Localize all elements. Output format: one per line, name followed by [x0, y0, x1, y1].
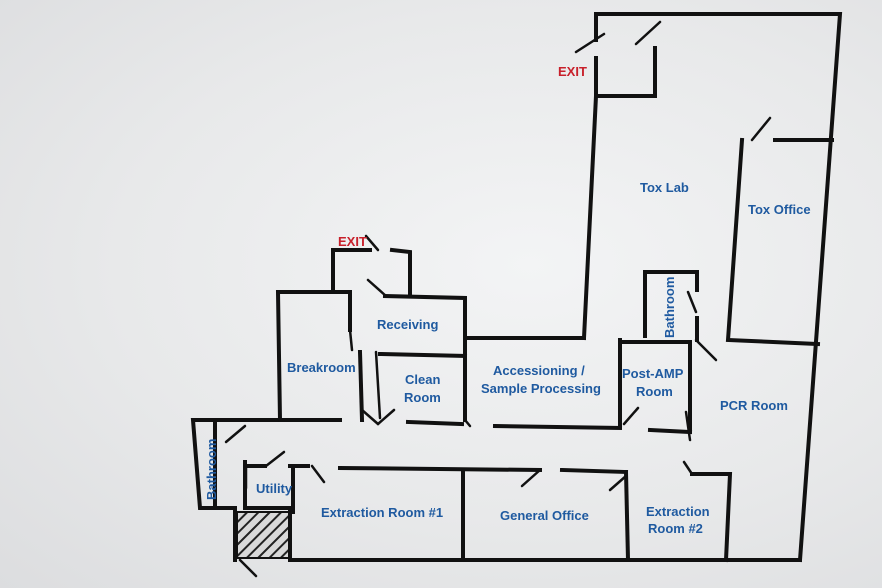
room-label-post-amp-line1: Post-AMP [622, 366, 684, 381]
room-label-extraction-2-line1: Extraction [646, 504, 710, 519]
room-label-general-office: General Office [500, 508, 589, 523]
room-label-receiving: Receiving [377, 317, 438, 332]
room-label-tox-office: Tox Office [748, 202, 811, 217]
exit-sign-upper-right: EXIT [558, 64, 587, 79]
room-label-accessioning-line1: Accessioning / [493, 363, 585, 378]
room-label-clean-room-line1: Clean [405, 372, 440, 387]
room-label-pcr-room: PCR Room [720, 398, 788, 413]
hatched-shaft [236, 511, 290, 559]
room-label-bathroom-upper: Bathroom [662, 277, 677, 338]
room-label-clean-room-line2: Room [404, 390, 441, 405]
outer-walls [190, 12, 843, 563]
room-label-extraction-1: Extraction Room #1 [321, 505, 443, 520]
door-swings [224, 20, 772, 578]
room-label-accessioning-line2: Sample Processing [481, 381, 601, 396]
interior-walls [213, 137, 834, 563]
room-label-bathroom-lower: Bathroom [204, 439, 219, 500]
room-label-utility: Utility [256, 481, 293, 496]
room-label-tox-lab: Tox Lab [640, 180, 689, 195]
room-label-extraction-2-line2: Room #2 [648, 521, 703, 536]
exit-sign-receiving: EXIT [338, 234, 367, 249]
room-label-post-amp-line2: Room [636, 384, 673, 399]
room-label-breakroom: Breakroom [287, 360, 356, 375]
